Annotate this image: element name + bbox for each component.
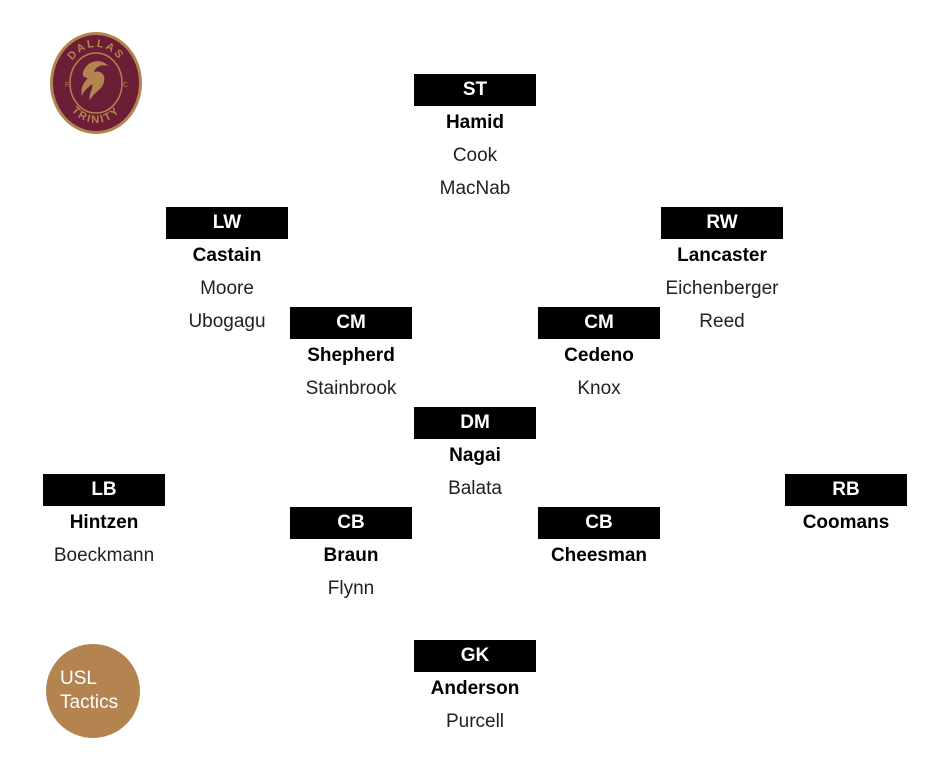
position-label: ST (414, 74, 536, 106)
backup-name: Moore (200, 278, 254, 299)
starter-name: Hintzen (69, 512, 139, 533)
position-gk: GK Anderson Purcell (414, 640, 536, 738)
backup-name: Stainbrook (305, 378, 397, 399)
position-st: ST Hamid Cook MacNab (414, 74, 536, 205)
usl-tactics-badge: USL Tactics (46, 644, 140, 738)
backup-name: Reed (699, 311, 745, 332)
position-rw: RW Lancaster Eichenberger Reed (661, 207, 783, 338)
position-label: GK (414, 640, 536, 672)
badge-line-1: USL (60, 668, 97, 689)
position-label: LB (43, 474, 165, 506)
backup-name: Eichenberger (665, 278, 779, 299)
starter-name: Castain (192, 245, 262, 266)
backup-name: MacNab (439, 178, 511, 199)
starter-name: Anderson (430, 678, 520, 699)
dallas-trinity-logo: DALLAS TRINITY F C (48, 30, 144, 136)
position-dm: DM Nagai Balata (414, 407, 536, 505)
starter-name: Braun (323, 545, 379, 566)
starter-name: Hamid (445, 112, 505, 133)
position-label: DM (414, 407, 536, 439)
backup-name: Boeckmann (53, 545, 155, 566)
position-label: RW (661, 207, 783, 239)
position-label: CM (290, 307, 412, 339)
position-label: CB (538, 507, 660, 539)
starter-name: Cedeno (564, 345, 634, 366)
starter-name: Nagai (449, 445, 501, 466)
position-label: CM (538, 307, 660, 339)
position-lw: LW Castain Moore Ubogagu (166, 207, 288, 338)
backup-name: Knox (577, 378, 621, 399)
position-rb: RB Coomans (785, 474, 907, 539)
position-label: RB (785, 474, 907, 506)
badge-line-2: Tactics (60, 692, 119, 713)
position-label: LW (166, 207, 288, 239)
starter-name: Lancaster (677, 245, 767, 266)
position-rcm: CM Cedeno Knox (538, 307, 660, 405)
starter-name: Coomans (802, 512, 890, 533)
logo-letter-right: C (123, 82, 128, 89)
starter-name: Shepherd (307, 345, 395, 366)
backup-name: Purcell (445, 711, 505, 732)
backup-name: Cook (452, 145, 498, 166)
position-lcm: CM Shepherd Stainbrook (290, 307, 412, 405)
logo-letter-left: F (65, 82, 69, 89)
backup-name: Balata (448, 478, 502, 499)
position-rcb: CB Cheesman (538, 507, 660, 572)
position-lcb: CB Braun Flynn (290, 507, 412, 605)
position-label: CB (290, 507, 412, 539)
position-lb: LB Hintzen Boeckmann (43, 474, 165, 572)
starter-name: Cheesman (550, 545, 648, 566)
backup-name: Ubogagu (188, 311, 266, 332)
backup-name: Flynn (327, 578, 375, 599)
pegasus-icon (81, 61, 108, 100)
